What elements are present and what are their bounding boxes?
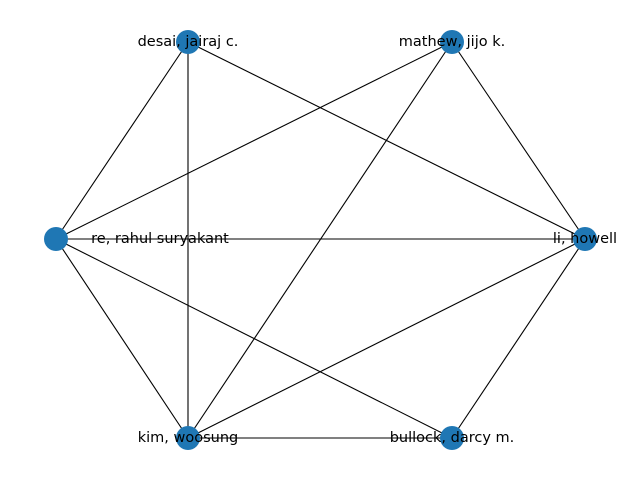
labels-layer: desai, jairaj c. mathew, jijo k. re, rahul… <box>91 34 617 446</box>
node-label-desai: desai, jairaj c. <box>138 34 239 50</box>
node-bullock <box>440 426 464 450</box>
edge-desai-rahul <box>55 41 189 240</box>
node-label-mathew: mathew, jijo k. <box>399 34 505 50</box>
edge-mathew-kim <box>187 41 453 439</box>
node-rahul <box>44 227 68 251</box>
edge-mathew-rahul <box>55 41 453 240</box>
edge-li-kim <box>187 238 586 439</box>
node-label-bullock: bullock, darcy m. <box>390 430 515 446</box>
node-li <box>573 227 597 251</box>
node-kim <box>176 426 200 450</box>
node-mathew <box>440 30 464 54</box>
edge-li-bullock <box>451 238 586 439</box>
nodes-layer <box>44 30 597 450</box>
node-label-rahul: re, rahul suryakant <box>91 231 229 247</box>
edge-rahul-bullock <box>55 238 453 439</box>
edge-rahul-kim <box>55 238 189 439</box>
edge-mathew-li <box>451 41 586 240</box>
node-desai <box>176 30 200 54</box>
node-label-li: li, howell <box>553 231 617 247</box>
edges-layer <box>55 41 586 439</box>
node-label-kim: kim, woosung <box>138 430 239 446</box>
